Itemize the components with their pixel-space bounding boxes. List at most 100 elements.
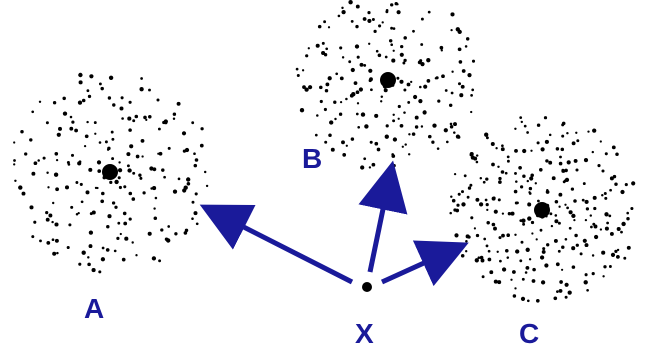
cluster-a-dot bbox=[18, 185, 23, 190]
cluster-a-dot bbox=[87, 256, 90, 259]
cluster-a-dot bbox=[186, 182, 191, 186]
cluster-b-dot bbox=[342, 153, 347, 157]
cluster-a-dot bbox=[120, 96, 124, 100]
cluster-c-dot bbox=[522, 148, 527, 154]
cluster-b-dot bbox=[317, 24, 322, 29]
cluster-b-dot bbox=[327, 26, 331, 29]
cluster-a-dot bbox=[107, 146, 111, 151]
cluster-b-dot bbox=[439, 45, 444, 50]
cluster-c-dot bbox=[573, 158, 578, 163]
cluster-c-dot bbox=[473, 227, 477, 230]
cluster-a-dot bbox=[81, 250, 86, 255]
cluster-b-dot bbox=[455, 134, 460, 139]
cluster-b-dot bbox=[423, 84, 428, 89]
cluster-a-dot bbox=[47, 186, 50, 189]
cluster-c-dot bbox=[535, 238, 538, 241]
label-x: X bbox=[355, 318, 374, 349]
cluster-c-dot bbox=[558, 288, 563, 293]
cluster-a-dot bbox=[191, 217, 194, 220]
cluster-b-dot bbox=[450, 91, 454, 95]
cluster-b-dot bbox=[396, 3, 399, 6]
cluster-c-dot bbox=[522, 174, 526, 178]
cluster-c-dot bbox=[573, 199, 577, 203]
cluster-a-dot bbox=[71, 120, 75, 124]
cluster-c-dot bbox=[576, 139, 580, 143]
cluster-c-dot bbox=[535, 298, 540, 303]
cluster-b-dot bbox=[353, 81, 358, 85]
cluster-c-dot bbox=[526, 299, 530, 303]
cluster-a-dot bbox=[124, 236, 129, 241]
cluster-b-dot bbox=[330, 147, 335, 152]
cluster-c-dot bbox=[536, 141, 540, 145]
cluster-b-dot bbox=[335, 72, 339, 76]
cluster-b-dot bbox=[418, 99, 423, 104]
cluster-c-dot bbox=[559, 155, 562, 159]
cluster-a-dot bbox=[52, 201, 55, 205]
cluster-a-dot bbox=[172, 112, 177, 116]
cluster-c-dot bbox=[497, 198, 501, 202]
cluster-a-dot bbox=[113, 249, 117, 253]
cluster-a-dot bbox=[111, 201, 116, 205]
cluster-b-dot bbox=[392, 113, 395, 116]
cluster-c-dot bbox=[571, 141, 576, 146]
cluster-a-dot bbox=[78, 262, 82, 266]
cluster-b-dot bbox=[436, 147, 440, 150]
cluster-c-dot bbox=[601, 169, 605, 173]
cluster-b-dot bbox=[390, 43, 394, 47]
cluster-c-dot bbox=[584, 243, 589, 248]
cluster-a-dot bbox=[70, 205, 74, 209]
cluster-a-dot bbox=[100, 86, 104, 91]
cluster-a-dot bbox=[172, 117, 176, 121]
cluster-a-dot bbox=[117, 176, 121, 180]
cluster-a-dot bbox=[87, 262, 91, 267]
cluster-a-dot bbox=[94, 186, 98, 190]
cluster-c-dot bbox=[515, 180, 518, 183]
cluster-a-dot bbox=[156, 98, 160, 102]
cluster-c-dot bbox=[561, 121, 566, 126]
cluster-b-dot bbox=[308, 85, 313, 90]
cluster-b-dot bbox=[441, 74, 445, 79]
cluster-b-dot bbox=[411, 132, 416, 136]
cluster-b-dot bbox=[384, 134, 389, 139]
cluster-b-dot bbox=[403, 36, 407, 40]
cluster-a-dot bbox=[128, 128, 132, 132]
cluster-a-dot bbox=[203, 170, 207, 174]
cluster-a-dot bbox=[118, 185, 122, 190]
cluster-a-dot bbox=[100, 257, 106, 262]
cluster-a-dot bbox=[174, 232, 178, 236]
cluster-b-dot bbox=[385, 10, 389, 14]
cluster-c-dot bbox=[616, 226, 621, 232]
cluster-b-dot bbox=[408, 133, 411, 136]
cluster-b-dot bbox=[355, 24, 359, 29]
cluster-b-dot bbox=[461, 69, 466, 73]
cluster-b-dot bbox=[453, 122, 457, 127]
cluster-b-dot bbox=[412, 29, 415, 33]
cluster-b-dot bbox=[364, 124, 369, 129]
cluster-c-dot bbox=[573, 219, 576, 222]
cluster-c-dot bbox=[506, 233, 511, 237]
cluster-c-dot bbox=[579, 252, 583, 256]
cluster-a-dot bbox=[77, 211, 80, 215]
cluster-b-dot bbox=[374, 141, 379, 146]
cluster-a-dot bbox=[129, 144, 134, 149]
cluster-b-dot bbox=[302, 85, 306, 89]
cluster-c-dot bbox=[520, 296, 526, 301]
cluster-b-dot bbox=[368, 42, 371, 45]
cluster-c-dot bbox=[519, 116, 523, 119]
cluster-a-dot bbox=[20, 129, 24, 134]
cluster-a-dot bbox=[13, 141, 16, 144]
cluster-c-dot bbox=[514, 171, 517, 175]
cluster-a-dot bbox=[183, 185, 188, 190]
cluster-a-dot bbox=[153, 216, 158, 220]
cluster-a-dot bbox=[194, 158, 199, 162]
cluster-b-dot bbox=[357, 125, 361, 129]
cluster-c-dot bbox=[539, 255, 545, 260]
cluster-a-dot bbox=[85, 190, 90, 195]
cluster-c-dot bbox=[501, 267, 507, 272]
cluster-c-dot bbox=[512, 270, 516, 274]
cluster-a-dot bbox=[164, 237, 169, 241]
cluster-c-dot bbox=[593, 206, 597, 211]
cluster-c-dot bbox=[523, 124, 527, 128]
cluster-c-dot bbox=[483, 237, 487, 241]
cluster-c-dot bbox=[574, 233, 578, 238]
